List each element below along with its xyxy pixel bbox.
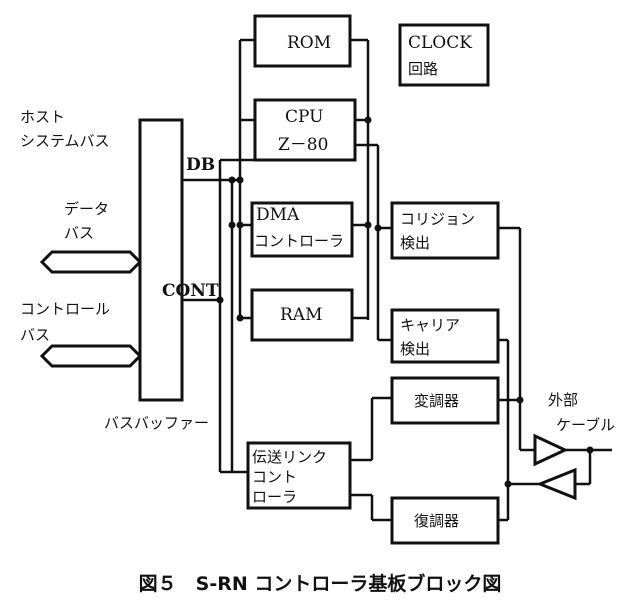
carrier-detect-block (390, 308, 500, 364)
clock-block (398, 23, 490, 87)
cpu-block (253, 98, 357, 162)
figure-caption: 図５ S-RN コントローラ基板ブロック図 (139, 572, 502, 595)
link-label-2: コント (252, 468, 297, 486)
control-bus-arrow (39, 344, 143, 368)
demodulator-label: 復調器 (414, 512, 459, 530)
connections (180, 38, 612, 522)
modulator-label: 変調器 (414, 392, 459, 410)
cpu-label-1: CPU (285, 107, 323, 127)
modulator-block (390, 376, 500, 425)
external-cable-label-2: ケーブル (556, 416, 615, 434)
data-bus-arrow (39, 250, 143, 274)
blocks: ROM CLOCK 回路 CPU Z－80 DMA コントローラ RAM 伝送リ… (246, 14, 500, 545)
cpu-label-2: Z－80 (278, 135, 328, 155)
control-bus-label-1: コントロール (20, 300, 110, 318)
collision-label-1: コリジョン (400, 210, 475, 228)
rom-block (253, 14, 352, 68)
rom-label: ROM (287, 33, 331, 53)
ram-label: RAM (280, 305, 322, 325)
dma-block (250, 201, 354, 258)
data-bus-label-2: バス (64, 224, 94, 242)
carrier-label-1: キャリア (400, 316, 460, 334)
db-label: DB (186, 155, 215, 175)
line-driver-triangle (533, 433, 569, 467)
dma-label-1: DMA (256, 205, 300, 225)
line-receiver-triangle (535, 467, 577, 501)
link-label-3: ローラ (252, 488, 297, 506)
bus-buffer-block (138, 118, 184, 402)
bus-buffer-label: バスバッファー (104, 414, 209, 432)
host-label-2: システムバス (20, 132, 110, 150)
clock-label-2: 回路 (408, 60, 438, 78)
cable-interface: 外部 ケーブル (533, 391, 615, 501)
data-bus-label-1: データ (64, 200, 109, 218)
dma-label-2: コントローラ (254, 232, 344, 250)
demodulator-block (390, 496, 500, 545)
control-bus-label-2: バス (20, 326, 50, 344)
cont-label: CONT (162, 281, 219, 301)
carrier-label-2: 検出 (400, 340, 430, 358)
host-side: ホスト システムバス データ バス コントロール バス バスバッファー DB C… (20, 108, 219, 432)
collision-detect-block (390, 201, 500, 260)
ram-block (250, 288, 354, 342)
external-cable-label-1: 外部 (548, 391, 578, 409)
collision-label-2: 検出 (400, 234, 430, 252)
clock-label-1: CLOCK (408, 33, 472, 53)
host-label-1: ホスト (20, 108, 65, 126)
junctions (216, 116, 594, 488)
link-label-1: 伝送リンク (252, 448, 327, 466)
transmission-link-block (246, 441, 352, 510)
